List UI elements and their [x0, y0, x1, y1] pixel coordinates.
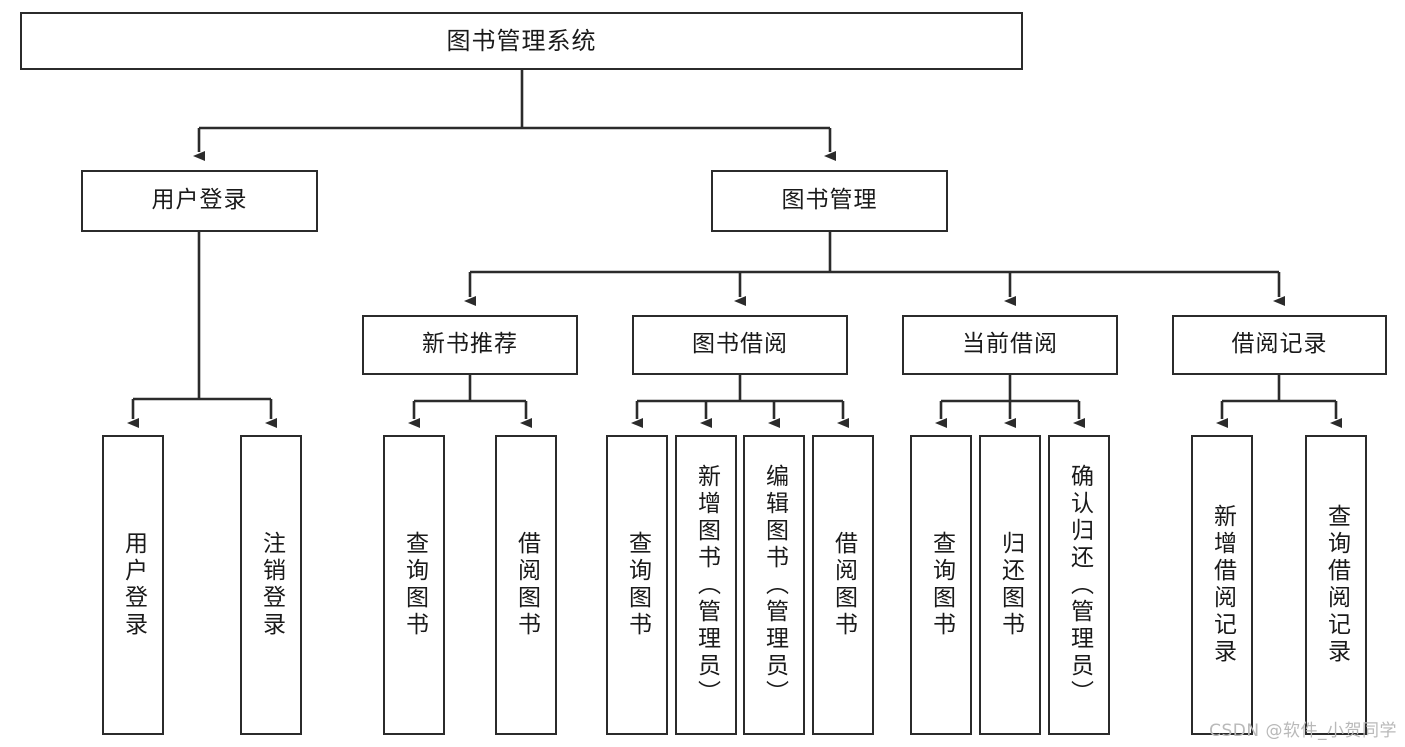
- node-label: 注销登录: [258, 531, 285, 639]
- node-label: 编辑图书（管理员）: [761, 463, 788, 707]
- leaf-user-login[interactable]: 用户登录: [102, 435, 164, 735]
- node-label: 图书管理: [781, 187, 878, 214]
- node-label: 图书借阅: [692, 331, 788, 358]
- node-label: 用户登录: [151, 187, 248, 214]
- leaf-edit-book-admin[interactable]: 编辑图书（管理员）: [743, 435, 805, 735]
- node-label: 新增图书（管理员）: [693, 463, 720, 707]
- node-borrow-record[interactable]: 借阅记录: [1172, 315, 1387, 375]
- leaf-query-borrow-record[interactable]: 查询借阅记录: [1305, 435, 1367, 735]
- leaf-confirm-return-admin[interactable]: 确认归还（管理员）: [1048, 435, 1110, 735]
- node-current-borrow[interactable]: 当前借阅: [902, 315, 1118, 375]
- node-label: 借阅记录: [1231, 331, 1328, 358]
- node-label: 借阅图书: [830, 531, 857, 639]
- leaf-add-borrow-record[interactable]: 新增借阅记录: [1191, 435, 1253, 735]
- node-label: 查询借阅记录: [1323, 504, 1350, 666]
- node-book-management[interactable]: 图书管理: [711, 170, 948, 232]
- leaf-logout[interactable]: 注销登录: [240, 435, 302, 735]
- node-label: 查询图书: [401, 531, 428, 639]
- leaf-add-book-admin[interactable]: 新增图书（管理员）: [675, 435, 737, 735]
- leaf-borrow-book-recommend[interactable]: 借阅图书: [495, 435, 557, 735]
- node-new-book-recommend[interactable]: 新书推荐: [362, 315, 578, 375]
- node-label: 当前借阅: [962, 331, 1058, 358]
- node-label: 查询图书: [928, 531, 955, 639]
- node-user-login[interactable]: 用户登录: [81, 170, 318, 232]
- node-label: 查询图书: [624, 531, 651, 639]
- watermark: CSDN @软件_小贺同学: [1209, 721, 1397, 741]
- node-label: 用户登录: [120, 531, 147, 639]
- node-root-book-management-system[interactable]: 图书管理系统: [20, 12, 1023, 70]
- leaf-return-book[interactable]: 归还图书: [979, 435, 1041, 735]
- node-label: 借阅图书: [513, 531, 540, 639]
- leaf-query-book-current[interactable]: 查询图书: [910, 435, 972, 735]
- node-label: 图书管理系统: [446, 26, 597, 55]
- leaf-borrow-book[interactable]: 借阅图书: [812, 435, 874, 735]
- leaf-query-book-recommend[interactable]: 查询图书: [383, 435, 445, 735]
- leaf-query-book-borrow[interactable]: 查询图书: [606, 435, 668, 735]
- node-label: 确认归还（管理员）: [1066, 463, 1093, 707]
- node-book-borrow[interactable]: 图书借阅: [632, 315, 848, 375]
- node-label: 新增借阅记录: [1209, 504, 1236, 666]
- node-label: 新书推荐: [422, 331, 518, 358]
- node-label: 归还图书: [997, 531, 1024, 639]
